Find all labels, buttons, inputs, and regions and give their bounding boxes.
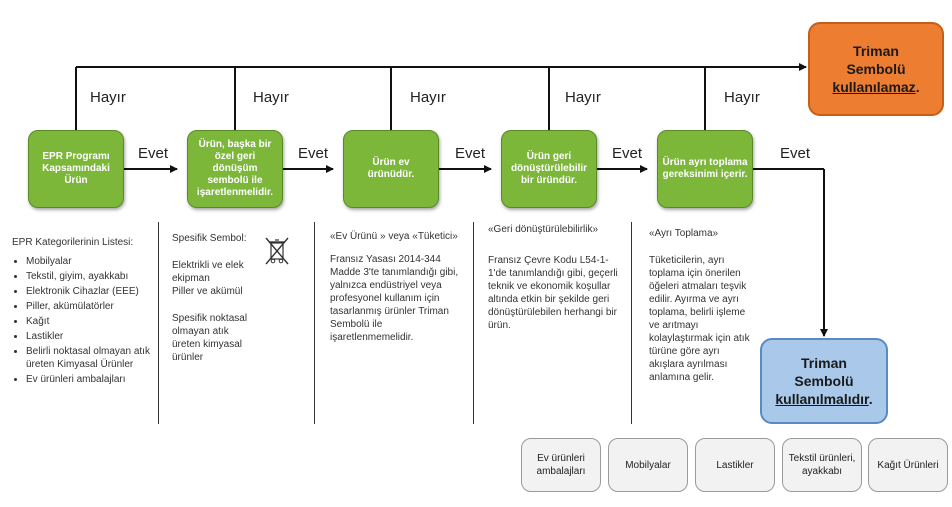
column-divider-4 <box>631 222 632 424</box>
result-required: Triman Sembolü kullanılmalıdır. <box>760 338 888 424</box>
column-epr-categories: EPR Kategorilerinin Listesi: Mobilyalar … <box>12 236 156 438</box>
result-yes-dot: . <box>868 391 873 407</box>
category-item: Belirli noktasal olmayan atık üreten Kim… <box>26 345 156 371</box>
step-separate-collection: Ürün ayrı toplama gereksinimi içerir. <box>657 130 753 208</box>
result-no-dot: . <box>915 79 920 95</box>
column-specific-symbol: Spesifik Sembol: Elektrikli ve elek ekip… <box>172 232 256 434</box>
column-household-definition: «Ev Ürünü » veya «Tüketici» Fransız Yasa… <box>330 230 462 432</box>
crossed-bin-icon <box>262 233 292 267</box>
recyclability-title: «Geri dönüştürülebilirlik» <box>488 224 599 235</box>
step-recyclable: Ürün geri dönüştürülebilir bir üründür. <box>501 130 597 208</box>
step-epr-scope: EPR Programı Kapsamındaki Ürün <box>28 130 124 208</box>
column-divider-3 <box>473 222 474 424</box>
result-yes-line1: Triman <box>801 355 847 371</box>
household-definition-title: «Ev Ürünü » veya «Tüketici» <box>330 231 458 242</box>
category-item: Piller, akümülatörler <box>26 300 156 313</box>
no-label-1: Hayır <box>90 89 126 106</box>
category-item: Mobilyalar <box>26 255 156 268</box>
category-item: Lastikler <box>26 330 156 343</box>
category-item: Elektronik Cihazlar (EEE) <box>26 285 156 298</box>
yes-label-4: Evet <box>612 145 643 162</box>
no-label-3: Hayır <box>410 89 446 106</box>
step-other-symbol: Ürün, başka bir özel geri dönüşüm sembol… <box>187 130 283 208</box>
specific-symbol-chemicals: Spesifik noktasal olmayan atık üreten ki… <box>172 313 248 363</box>
separate-collection-body: Tüketicilerin, ayrı toplama için önerile… <box>649 255 750 383</box>
yes-label-3: Evet <box>455 145 486 162</box>
epr-categories-list: Mobilyalar Tekstil, giyim, ayakkabı Elek… <box>12 255 156 386</box>
recyclability-body: Fransız Çevre Kodu L54-1-1'de tanımlandı… <box>488 255 618 331</box>
column-divider-1 <box>158 222 159 424</box>
bottom-box-paper: Kağıt Ürünleri <box>868 438 948 492</box>
result-no-line1: Triman <box>853 43 899 59</box>
specific-symbol-batteries: Piller ve akümül <box>172 286 243 297</box>
yes-label-2: Evet <box>298 145 329 162</box>
yes-label-1: Evet <box>138 145 169 162</box>
column-divider-2 <box>314 222 315 424</box>
result-not-allowed: Triman Sembolü kullanılamaz. <box>808 22 944 116</box>
bottom-box-tires: Lastikler <box>695 438 775 492</box>
specific-symbol-title: Spesifik Sembol: <box>172 233 247 244</box>
result-yes-line2: Sembolü <box>794 373 854 389</box>
epr-categories-title: EPR Kategorilerinin Listesi: <box>12 237 134 248</box>
bottom-box-textiles: Tekstil ürünleri, ayakkabı <box>782 438 862 492</box>
separate-collection-title: «Ayrı Toplama» <box>649 228 719 239</box>
household-definition-body: Fransız Yasası 2014-344 Madde 3'te tanım… <box>330 254 459 343</box>
bottom-box-household-packaging: Ev ürünleri ambalajları <box>521 438 601 492</box>
category-item: Tekstil, giyim, ayakkabı <box>26 270 156 283</box>
no-label-2: Hayır <box>253 89 289 106</box>
column-recyclability-definition: «Geri dönüştürülebilirlik» Fransız Çevre… <box>488 223 622 425</box>
no-label-4: Hayır <box>565 89 601 106</box>
category-item: Kağıt <box>26 315 156 328</box>
result-no-line3: kullanılamaz <box>832 79 916 95</box>
result-no-line2: Sembolü <box>846 61 906 77</box>
bottom-box-furniture: Mobilyalar <box>608 438 688 492</box>
column-separate-collection-definition: «Ayrı Toplama» Tüketicilerin, ayrı topla… <box>649 227 755 429</box>
yes-label-5: Evet <box>780 145 811 162</box>
no-label-5: Hayır <box>724 89 760 106</box>
step-household-product: Ürün ev ürünüdür. <box>343 130 439 208</box>
category-item: Ev ürünleri ambalajları <box>26 373 156 386</box>
result-yes-line3: kullanılmalıdır <box>775 391 869 407</box>
specific-symbol-eee: Elektrikli ve elek ekipman <box>172 260 244 284</box>
